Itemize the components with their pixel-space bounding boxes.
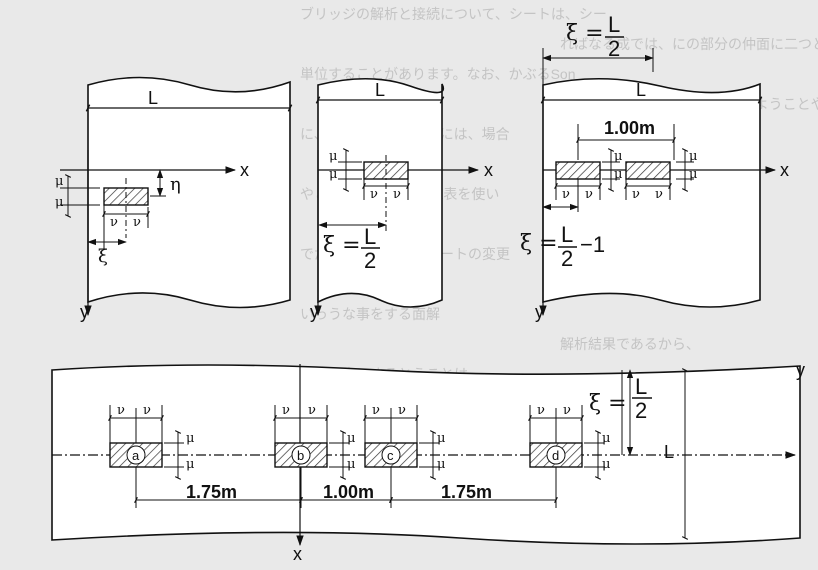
- nu-label-b2: ν: [308, 403, 316, 418]
- nu-label-left: ν: [110, 215, 118, 230]
- xi-equation-bottom: ξ =: [520, 231, 558, 256]
- mu-label-4: μ: [689, 167, 697, 182]
- slab-outline: [87, 76, 291, 309]
- xi-fraction-numerator-top: L: [608, 12, 620, 37]
- xi-equation-top: ξ =: [566, 21, 604, 46]
- mu-label-b2: μ: [347, 457, 355, 472]
- eta-label: η: [170, 174, 181, 195]
- nu-label-right: ν: [133, 215, 141, 230]
- spacing-label-cd: 1.75m: [441, 482, 492, 502]
- load-d-label: d: [552, 448, 559, 463]
- background-text-line: ればなる成では、にの部分の仲面に二つといる: [560, 36, 818, 52]
- xi-equation: ξ =: [589, 391, 627, 416]
- mu-label-a2: μ: [186, 457, 194, 472]
- panel-2: L x y ν ν μ μ ξ = L 2: [310, 77, 493, 322]
- xi-fraction-denominator-bottom: 2: [561, 246, 573, 271]
- spacing-label-ab: 1.75m: [186, 482, 237, 502]
- mu-label-2: μ: [614, 167, 622, 182]
- wheel-load-left: [555, 161, 601, 180]
- nu-label-right: ν: [393, 187, 401, 202]
- wheel-load-right: [625, 161, 671, 180]
- xi-fraction-numerator: L: [635, 374, 647, 399]
- nu-label-b1: ν: [282, 403, 290, 418]
- nu-label-3: ν: [632, 187, 640, 202]
- nu-label-a2: ν: [143, 403, 151, 418]
- spacing-label: 1.00m: [604, 118, 655, 138]
- xi-fraction-denominator: 2: [635, 398, 647, 423]
- xi-equation: ξ =: [323, 233, 361, 258]
- xi-minus-one: −1: [580, 232, 605, 257]
- slab-outline: [542, 77, 761, 308]
- mu-label-1: μ: [614, 149, 622, 164]
- mu-label-a1: μ: [186, 431, 194, 446]
- load-a-label: a: [132, 448, 140, 463]
- y-axis-label: y: [796, 360, 805, 380]
- spacing-label-bc: 1.00m: [323, 482, 374, 502]
- nu-label-left: ν: [370, 187, 378, 202]
- nu-label-d1: ν: [537, 403, 545, 418]
- x-axis-label: x: [293, 544, 302, 564]
- background-text-line: ブリッジの解析と接続について、シートは、シー: [300, 6, 607, 22]
- span-label: L: [375, 80, 385, 100]
- mu-label-bottom: μ: [329, 167, 337, 182]
- nu-label-1: ν: [562, 187, 570, 202]
- y-axis-label: y: [310, 302, 319, 322]
- load-c-label: c: [387, 448, 394, 463]
- nu-label-2: ν: [585, 187, 593, 202]
- xi-fraction-numerator-bottom: L: [561, 222, 573, 247]
- xi-fraction-numerator: L: [364, 224, 376, 249]
- panel-1: L x y ν ν μ μ η ξ: [55, 76, 293, 322]
- slab-outline: [317, 77, 445, 308]
- nu-label-c1: ν: [372, 403, 380, 418]
- panel-3: ξ = L 2 L x y 1.00m ν ν ν ν μ μ μ μ: [520, 12, 789, 322]
- mu-label-c1: μ: [437, 431, 445, 446]
- x-axis-label: x: [484, 160, 493, 180]
- nu-label-4: ν: [655, 187, 663, 202]
- span-label: L: [148, 88, 158, 108]
- mu-label-d1: μ: [602, 431, 610, 446]
- mu-label-top: μ: [329, 149, 337, 164]
- y-axis-label: y: [535, 302, 544, 322]
- panel-4: x y ξ = L 2 L a b c d ν ν ν ν: [51, 360, 805, 564]
- xi-fraction-denominator: 2: [364, 248, 376, 273]
- xi-fraction-denominator-top: 2: [608, 36, 620, 61]
- x-axis-label: x: [240, 160, 249, 180]
- nu-label-a1: ν: [117, 403, 125, 418]
- mu-label-b1: μ: [347, 431, 355, 446]
- mu-label-c2: μ: [437, 457, 445, 472]
- span-label: L: [664, 442, 674, 462]
- mu-label-d2: μ: [602, 457, 610, 472]
- mu-label-3: μ: [689, 149, 697, 164]
- x-axis-label: x: [780, 160, 789, 180]
- load-b-label: b: [297, 448, 304, 463]
- span-label: L: [636, 80, 646, 100]
- y-axis-label: y: [80, 302, 89, 322]
- nu-label-c2: ν: [398, 403, 406, 418]
- nu-label-d2: ν: [563, 403, 571, 418]
- mu-label-bottom: μ: [55, 195, 63, 210]
- background-text-line: 解析結果であるから、: [560, 336, 700, 352]
- xi-label: ξ: [98, 246, 108, 267]
- mu-label-top: μ: [55, 174, 63, 189]
- background-text-line: いっうな事をする面解: [300, 306, 440, 322]
